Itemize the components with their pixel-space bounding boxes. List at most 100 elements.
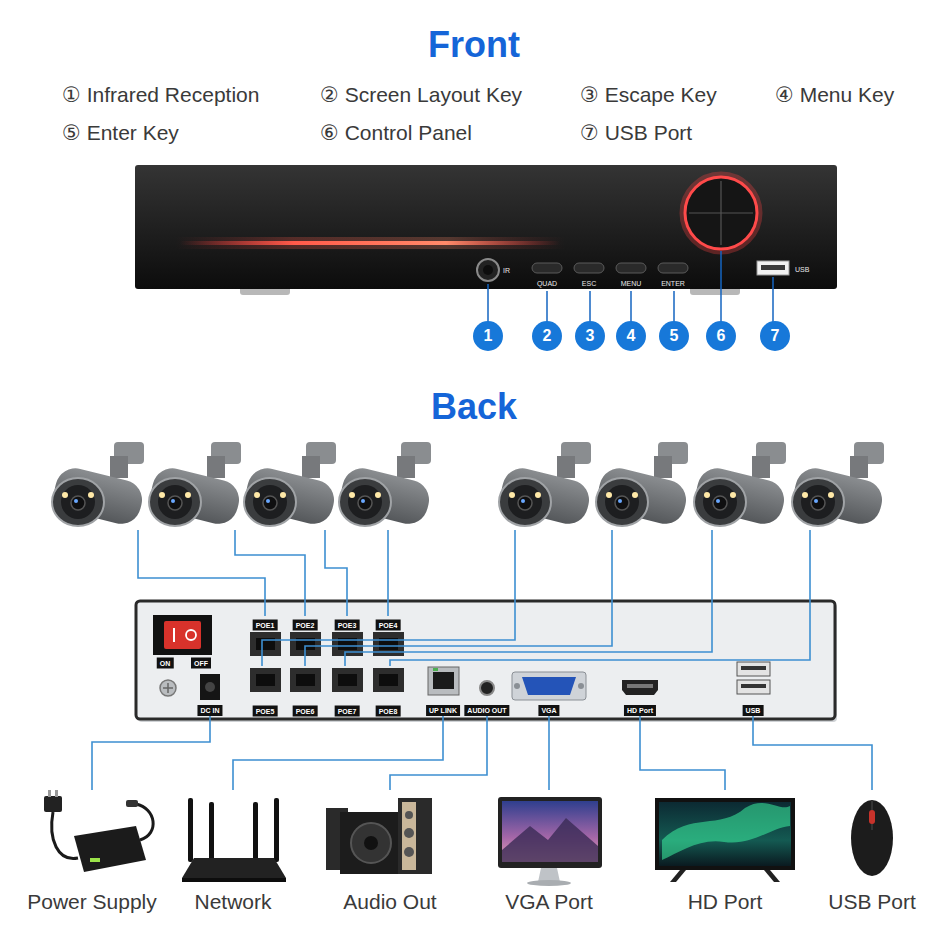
port-label: POE1 bbox=[253, 620, 278, 631]
back-nvr bbox=[164, 621, 201, 649]
port-node: USB bbox=[743, 672, 764, 716]
speaker-set bbox=[402, 802, 416, 870]
port-node: HD Port bbox=[624, 672, 656, 716]
speaker-set bbox=[398, 798, 432, 874]
port-label: POE7 bbox=[335, 706, 360, 717]
camera-wire bbox=[235, 530, 305, 616]
device-node: VGA Port bbox=[505, 790, 593, 914]
camera-wire bbox=[345, 530, 712, 666]
poe-port bbox=[290, 668, 321, 692]
television bbox=[655, 798, 795, 870]
camera bbox=[337, 442, 433, 528]
rear-port bbox=[737, 662, 770, 676]
device-node: Network bbox=[194, 790, 271, 914]
monitor bbox=[527, 880, 571, 886]
poe-port bbox=[379, 674, 398, 686]
rear-port bbox=[741, 666, 766, 670]
router bbox=[253, 802, 258, 862]
back-nvr bbox=[160, 680, 176, 696]
port-label: POE2 bbox=[293, 620, 318, 631]
rear-port bbox=[741, 684, 766, 688]
callout-leader bbox=[546, 291, 548, 322]
device-node: USB Port bbox=[828, 790, 916, 914]
port-label: POE4 bbox=[376, 620, 401, 631]
port-node: UP LINK bbox=[426, 672, 460, 716]
back-nvr bbox=[205, 682, 215, 692]
camera bbox=[790, 442, 886, 528]
section-heading: Back bbox=[431, 387, 517, 427]
speaker-set bbox=[340, 812, 402, 874]
device-node: Audio Out bbox=[343, 790, 436, 914]
callout-number: 2 bbox=[543, 327, 552, 345]
speaker-set bbox=[351, 823, 391, 863]
power-adapter bbox=[90, 858, 100, 862]
rear-port bbox=[428, 667, 459, 695]
section-heading: Front bbox=[428, 25, 520, 65]
camera bbox=[50, 442, 146, 528]
camera bbox=[497, 442, 593, 528]
device-caption: USB Port bbox=[828, 890, 916, 914]
camera bbox=[242, 442, 338, 528]
back-nvr bbox=[186, 630, 196, 640]
speaker-set bbox=[404, 828, 414, 838]
cable-connector bbox=[640, 716, 725, 790]
button-label: MENU bbox=[621, 279, 642, 288]
front-nvr bbox=[175, 237, 565, 249]
mouse bbox=[851, 800, 893, 876]
callout-leader bbox=[772, 277, 774, 322]
callout-circle bbox=[706, 321, 736, 351]
callout-circle bbox=[473, 321, 503, 351]
port-node: VGA bbox=[538, 672, 559, 716]
panel-label: USB bbox=[795, 265, 809, 274]
callout-circle bbox=[616, 321, 646, 351]
speaker-set bbox=[326, 798, 432, 874]
front-nvr bbox=[682, 174, 760, 252]
port-label: HD Port bbox=[624, 705, 656, 716]
back-nvr bbox=[200, 674, 220, 700]
back-nvr bbox=[173, 628, 175, 642]
poe-port bbox=[250, 632, 281, 656]
monitor bbox=[498, 797, 602, 868]
television bbox=[655, 798, 795, 882]
power-adapter bbox=[44, 790, 153, 872]
power-adapter bbox=[48, 790, 51, 797]
port-node: AUDIO OUT bbox=[464, 672, 509, 716]
poe-port bbox=[256, 674, 275, 686]
front-nvr bbox=[574, 263, 604, 273]
router bbox=[274, 798, 279, 862]
cable-connector bbox=[753, 716, 872, 790]
callout-leader bbox=[589, 291, 591, 322]
power-adapter bbox=[44, 796, 62, 812]
poe-port bbox=[250, 668, 281, 692]
device-caption: Audio Out bbox=[343, 890, 436, 914]
callout-circle bbox=[575, 321, 605, 351]
camera-wire bbox=[305, 530, 612, 666]
poe-port bbox=[332, 668, 363, 692]
callout-circle bbox=[659, 321, 689, 351]
port-node: DC IN bbox=[197, 672, 222, 716]
television bbox=[659, 802, 791, 866]
rear-port bbox=[428, 662, 770, 700]
port-label: VGA bbox=[538, 705, 559, 716]
switch-label: OFF bbox=[191, 658, 211, 669]
back-nvr bbox=[136, 601, 837, 722]
power-adapter bbox=[52, 812, 78, 858]
monitor bbox=[538, 868, 560, 882]
callout-circle bbox=[473, 321, 790, 351]
callout-number: 3 bbox=[586, 327, 595, 345]
poe-port bbox=[250, 632, 404, 692]
callout-leader bbox=[630, 291, 632, 322]
television bbox=[670, 870, 686, 882]
cable-connector bbox=[92, 716, 210, 790]
power-adapter bbox=[74, 826, 146, 872]
power-adapter bbox=[136, 804, 153, 840]
button-label: QUAD bbox=[537, 279, 557, 288]
panel-label: IR bbox=[503, 266, 510, 275]
poe-port bbox=[296, 674, 315, 686]
camera bbox=[692, 442, 788, 528]
legend-item: ⑦ USB Port bbox=[580, 121, 692, 145]
legend-item: ④ Menu Key bbox=[775, 83, 894, 107]
router bbox=[182, 878, 286, 882]
monitor bbox=[502, 801, 598, 862]
